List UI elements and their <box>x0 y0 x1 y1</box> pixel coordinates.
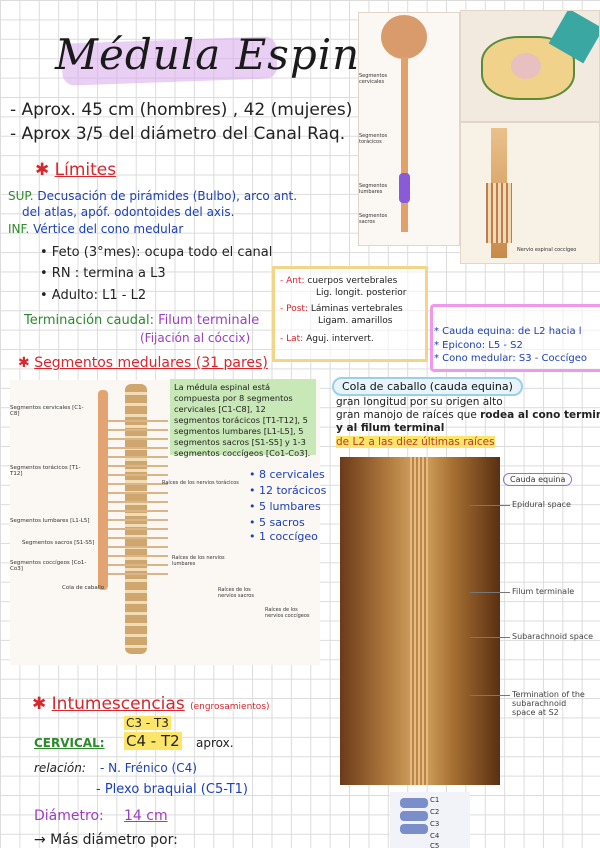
rel-post-text-2: Ligam. amarillos <box>318 316 393 326</box>
label-cervicales: Segmentos cervicales <box>359 73 388 85</box>
cola-pill: Cola de caballo (cauda equina) <box>332 377 523 396</box>
diametro-label: Diámetro: <box>34 808 104 824</box>
segmentos-summary-box: La médula espinal está compuesta por 8 s… <box>170 379 316 458</box>
limites-item-adulto: • Adulto: L1 - L2 <box>40 288 147 303</box>
limites-heading-text: Límites <box>54 160 117 180</box>
diag-label-coccig: Segmentos coccígeos [Co1-Co3] <box>10 560 87 572</box>
terminacion-line: Terminación caudal: Filum terminale <box>24 313 259 328</box>
sup-label: SUP. <box>8 189 34 203</box>
cola-text-3: y al filum terminal <box>336 422 445 434</box>
rel-lat: - Lat: Aguj. intervert. <box>280 334 374 344</box>
vert-c5: C5 <box>430 842 440 848</box>
rel-lat-label: - Lat: <box>280 334 304 344</box>
intro-line-2: - Aprox 3/5 del diámetro del Canal Raq. <box>10 124 346 144</box>
label-sacros: Segmentos sacros <box>359 213 388 225</box>
rel-ant: - Ant: cuerpos vertebrales <box>280 276 397 286</box>
cola-text-2: gran manojo de raíces que rodea al cono … <box>336 409 600 421</box>
diag-label-cola: Cola de caballo <box>62 585 105 591</box>
seg-list-coccigeo: • 1 coccígeo <box>249 530 318 543</box>
relacion-label: relación: <box>34 761 86 775</box>
inf-line: INF. Vértice del cono medular <box>8 222 183 236</box>
spinal-cord-illustration: Segmentos cervicales Segmentos torácicos… <box>358 12 460 246</box>
rel-post-text: Láminas vertebrales <box>310 304 403 314</box>
segment-diagram: Segmentos cervicales [C1-C8] Segmentos t… <box>10 380 320 665</box>
cola-text-2a: gran manojo de raíces que <box>336 409 481 421</box>
seg-list-toracicos: • 12 torácicos <box>249 484 327 497</box>
intum-heading-note: (engrosamientos) <box>190 702 270 712</box>
photo-label-filum: Filum terminale <box>512 587 575 596</box>
cervical-value: C4 - T2 <box>124 732 182 750</box>
spinal-cross-section-image <box>460 10 600 122</box>
spinal-cord-detail-image: Nervio espinal coccígeo <box>460 122 600 264</box>
mas-diametro: → Más diámetro por: <box>34 832 178 848</box>
rel-ant-label: - Ant: <box>280 276 305 286</box>
cauda-note-3: * Cono medular: S3 - Coccígeo <box>434 353 588 364</box>
diag-label-cervical: Segmentos cervicales [C1-C8] <box>10 405 84 417</box>
cauda-note-1: * Cauda equina: de L2 hacia l <box>434 326 582 337</box>
seg-list-sacros: • 5 sacros <box>249 516 305 529</box>
cauda-notes-box <box>430 304 600 372</box>
cola-text-2b: rodea al cono terminal <box>480 409 600 421</box>
photo-label-cauda: Cauda equina <box>503 473 573 486</box>
rel-post: - Post: Láminas vertebrales <box>280 304 403 314</box>
terminacion-value: Filum terminale <box>158 313 260 328</box>
diag-label-nerv-lum: Raíces de los nervios lumbares <box>172 555 225 567</box>
label-lumbares: Segmentos lumbares <box>359 183 388 195</box>
photo-label-subarach: Subarachnoid space <box>512 632 594 641</box>
vert-c2: C2 <box>430 808 440 816</box>
diag-label-nerv-sac: Raíces de los nervios sacros <box>218 587 254 599</box>
relacion-frenico: - N. Frénico (C4) <box>100 761 197 775</box>
intum-top: C3 - T3 <box>124 716 171 730</box>
intum-heading: ✱ Intumescencias (engrosamientos) <box>32 694 270 714</box>
intro-line-1: - Aprox. 45 cm (hombres) , 42 (mujeres) <box>10 100 353 120</box>
label-coccigeo: Nervio espinal coccígeo <box>517 247 577 253</box>
terminacion-note: (Fijación al cóccix) <box>140 331 251 345</box>
vert-c1: C1 <box>430 796 440 804</box>
diag-label-toracic: Segmentos torácicos [T1-T12] <box>10 465 81 477</box>
diag-label-sacro: Segmentos sacros [S1-S5] <box>22 540 95 546</box>
cola-highlight: de L2 a las diez últimas raíces <box>336 436 495 448</box>
diag-label-nerv-coc: Raíces de los nervios coccígeos <box>265 607 310 619</box>
inf-text: Vértice del cono medular <box>33 222 184 236</box>
page-title: Médula Espinal <box>55 30 401 79</box>
relations-box <box>272 266 428 362</box>
photo-label-epidural: Epidural space <box>512 500 571 509</box>
limites-heading: ✱ Límites <box>35 160 117 180</box>
rel-post-label: - Post: <box>280 304 308 314</box>
cauda-equina-photo <box>340 457 500 785</box>
intum-heading-text: Intumescencias <box>51 694 185 714</box>
cervical-label: CERVICAL: <box>34 736 105 750</box>
cola-text-1: gran longitud por su origen alto <box>336 396 503 408</box>
rel-lat-text: Aguj. intervert. <box>306 334 374 344</box>
label-toracicos: Segmentos torácicos <box>359 133 388 145</box>
vertebra-image: C1 C2 C3 C4 C5 <box>390 792 470 848</box>
sup-text-2: del atlas, apóf. odontoides del axis. <box>22 205 235 219</box>
segmentos-heading-text: Segmentos medulares (31 pares) <box>34 355 268 371</box>
terminacion-label: Terminación caudal: <box>24 313 154 328</box>
rel-ant-text: cuerpos vertebrales <box>307 276 398 286</box>
diag-label-nerv-tor: Raíces de los nervios torácicos <box>162 480 239 486</box>
vert-c4: C4 <box>430 832 440 840</box>
segmentos-heading: ✱ Segmentos medulares (31 pares) <box>18 355 268 371</box>
inf-label: INF. <box>8 222 30 236</box>
limites-item-feto: • Feto (3°mes): ocupa todo el canal <box>40 245 273 260</box>
seg-list-lumbares: • 5 lumbares <box>249 500 321 513</box>
relacion-plexo: - Plexo braquial (C5-T1) <box>96 782 249 797</box>
limites-item-rn: • RN : termina a L3 <box>40 266 166 281</box>
photo-label-termination: Termination of the subarachnoid space at… <box>512 690 585 717</box>
rel-ant-text-2: Lig. longit. posterior <box>316 288 407 298</box>
sup-line: SUP. Decusación de pirámides (Bulbo), ar… <box>8 189 297 203</box>
cervical-aprox: aprox. <box>196 736 234 750</box>
cauda-note-2: * Epicono: L5 - S2 <box>434 340 523 351</box>
diametro-value: 14 cm <box>124 808 168 824</box>
seg-list-cervicales: • 8 cervicales <box>249 468 325 481</box>
diag-label-lumbar: Segmentos lumbares [L1-L5] <box>10 518 90 524</box>
vert-c3: C3 <box>430 820 440 828</box>
sup-text: Decusación de pirámides (Bulbo), arco an… <box>37 189 298 203</box>
